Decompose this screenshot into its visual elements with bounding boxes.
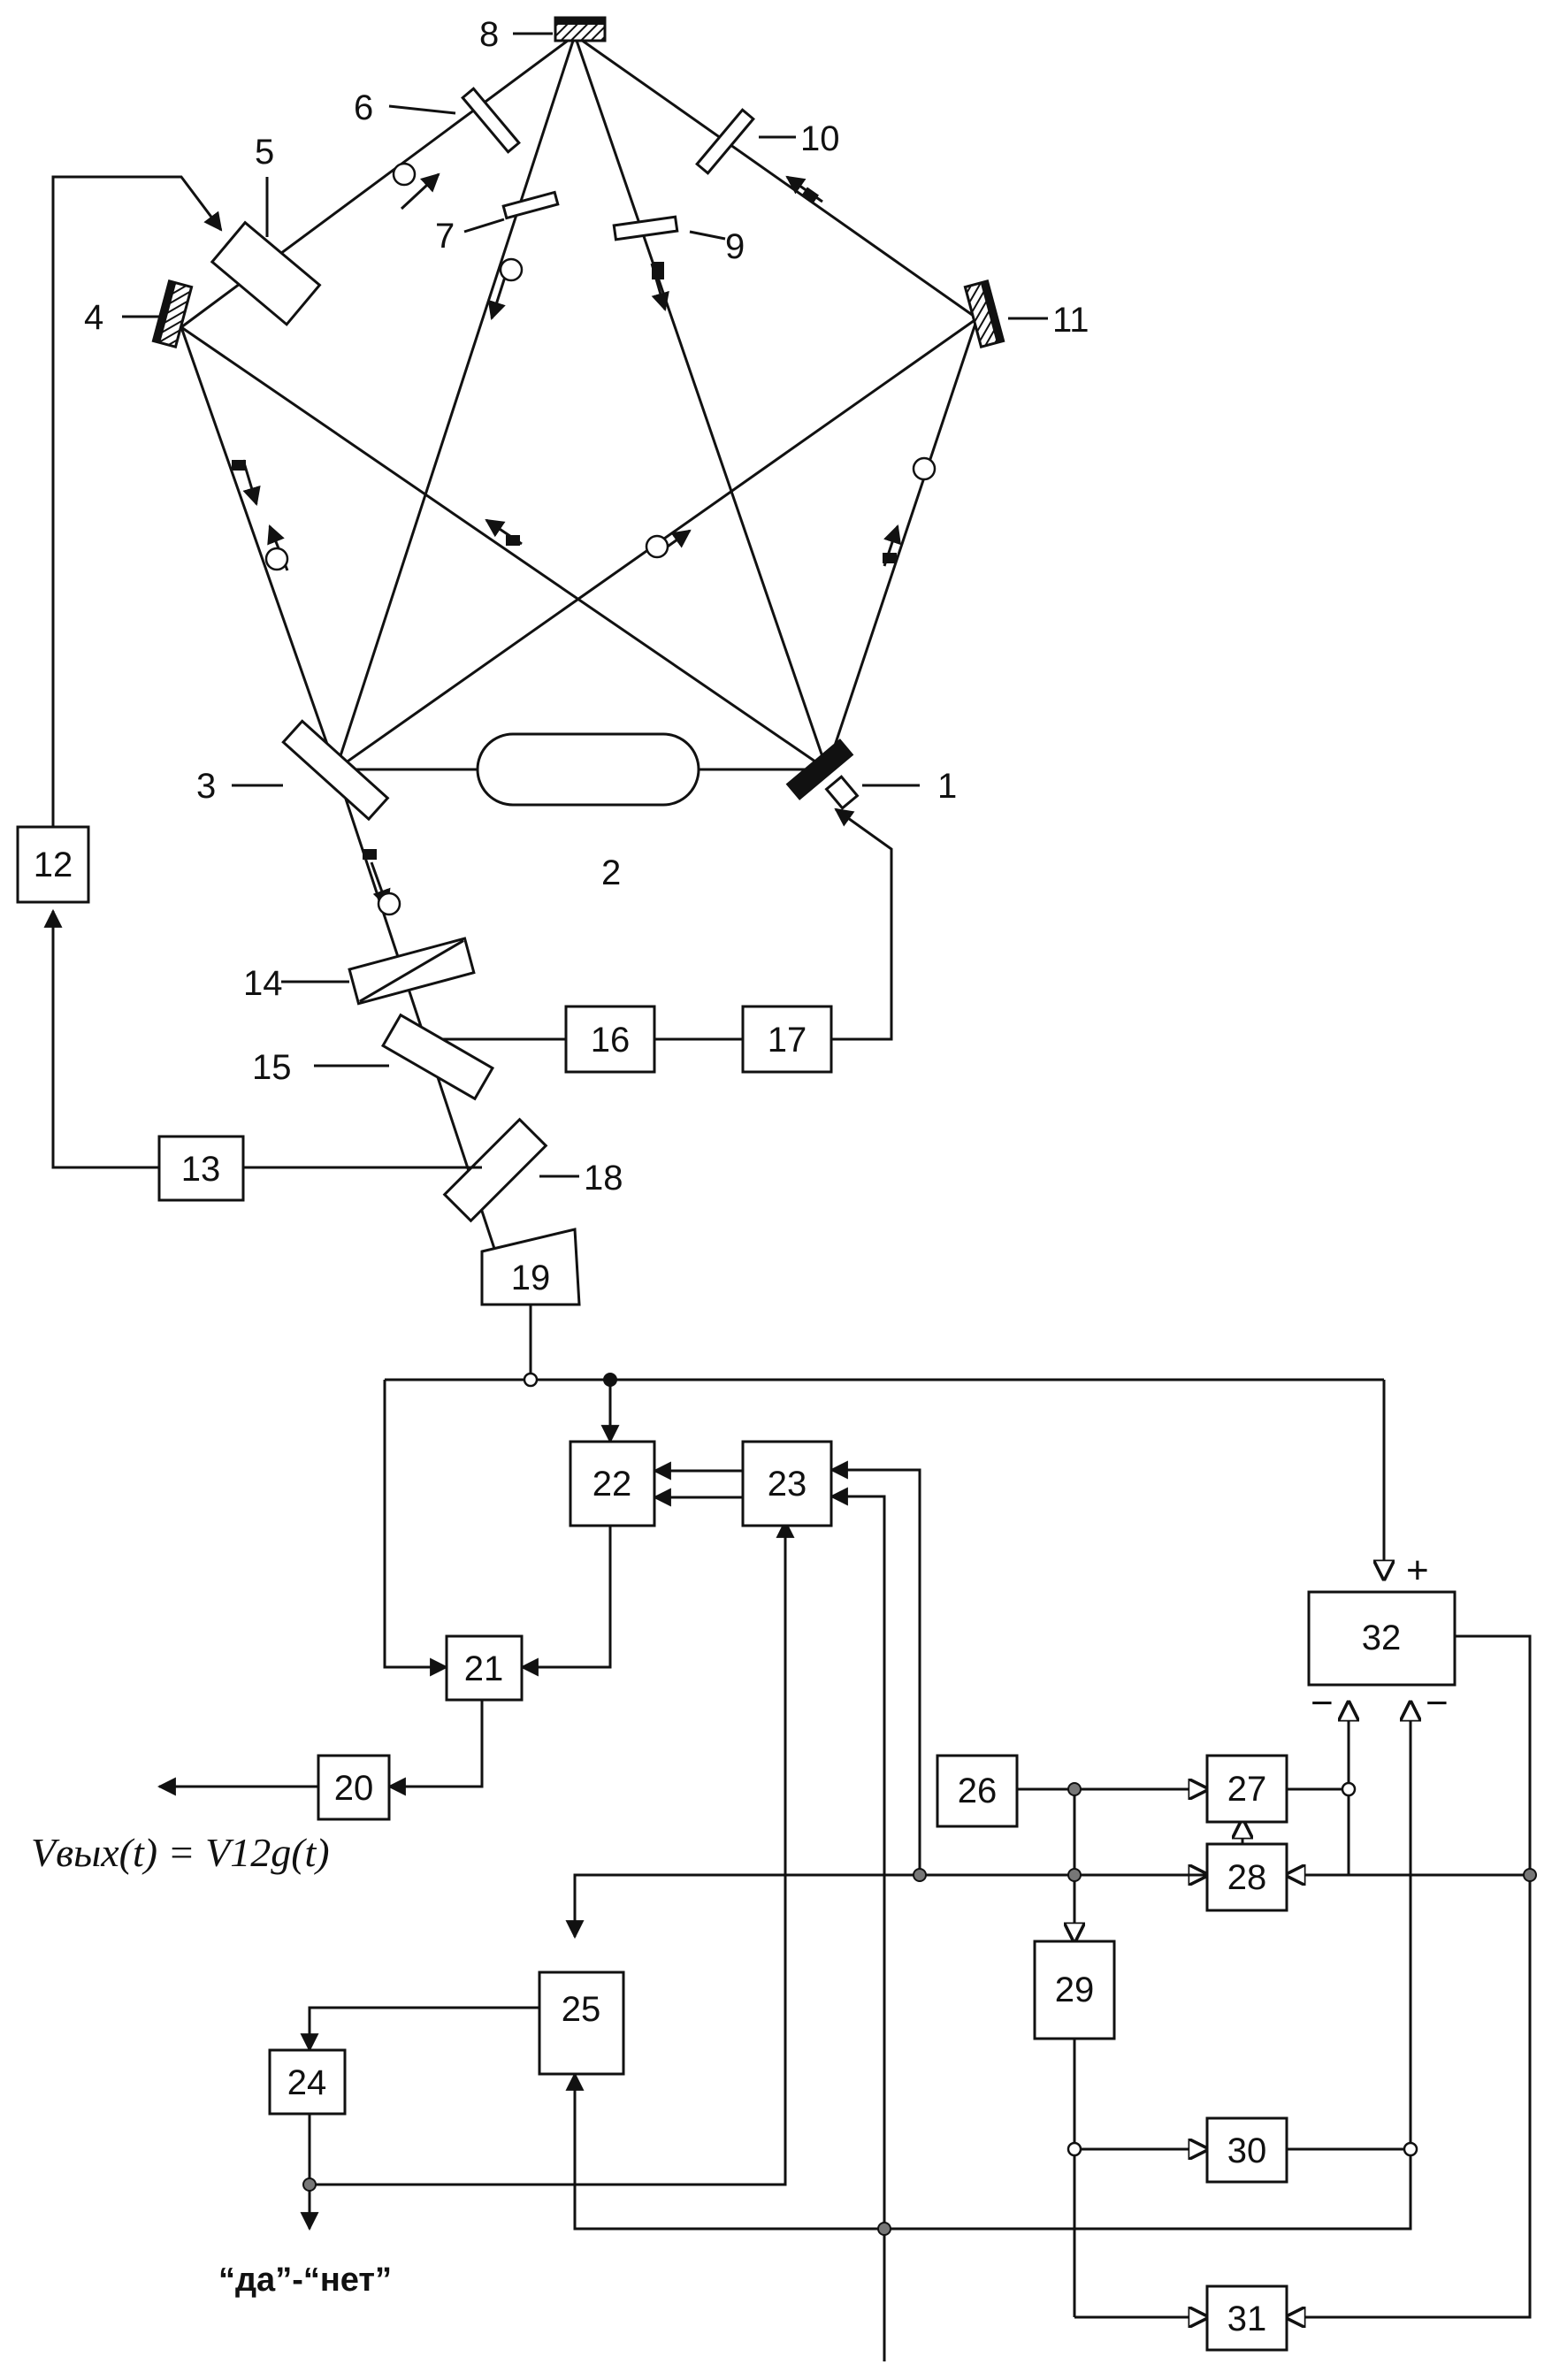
label-2: 2 xyxy=(601,853,621,892)
element-7 xyxy=(503,192,558,218)
minus-sign-left: − xyxy=(1311,1681,1334,1725)
decision-output: “да”-“нет” xyxy=(218,2261,392,2299)
label-6: 6 xyxy=(354,88,373,127)
label-15: 15 xyxy=(252,1048,292,1087)
label-14: 14 xyxy=(243,964,283,1003)
label-32: 32 xyxy=(1362,1619,1402,1657)
label-20: 20 xyxy=(334,1769,374,1808)
label-10: 10 xyxy=(800,119,840,158)
element-10 xyxy=(697,110,753,173)
label-13: 13 xyxy=(181,1150,221,1189)
polarizer-14 xyxy=(349,938,474,1004)
optical-beams xyxy=(181,35,977,1278)
element-9 xyxy=(614,217,677,240)
label-31: 31 xyxy=(1227,2300,1267,2338)
label-3: 3 xyxy=(196,767,216,806)
label-28: 28 xyxy=(1227,1858,1267,1897)
label-1: 1 xyxy=(937,767,957,806)
mirror-8 xyxy=(555,18,605,41)
beamsplitter-15 xyxy=(383,1015,493,1099)
label-19: 19 xyxy=(511,1259,551,1297)
signal-wiring xyxy=(159,1305,1536,2361)
plus-sign: + xyxy=(1406,1549,1429,1592)
label-7: 7 xyxy=(435,217,455,256)
label-11: 11 xyxy=(1052,301,1089,340)
label-29: 29 xyxy=(1055,1971,1095,2009)
label-22: 22 xyxy=(593,1465,632,1504)
label-9: 9 xyxy=(725,227,745,266)
label-8: 8 xyxy=(479,15,499,54)
minus-sign-right: − xyxy=(1426,1681,1449,1725)
label-16: 16 xyxy=(591,1021,631,1060)
active-element-2 xyxy=(478,734,699,805)
label-21: 21 xyxy=(464,1649,504,1688)
output-formula: Vвых(t) = V12g(t) xyxy=(31,1830,330,1875)
label-26: 26 xyxy=(958,1772,998,1810)
label-17: 17 xyxy=(768,1021,807,1060)
label-4: 4 xyxy=(84,298,103,337)
label-30: 30 xyxy=(1227,2131,1267,2170)
label-24: 24 xyxy=(287,2063,327,2102)
beamsplitter-18 xyxy=(445,1120,547,1221)
label-18: 18 xyxy=(584,1159,623,1198)
label-23: 23 xyxy=(768,1465,807,1504)
label-12: 12 xyxy=(34,846,73,884)
label-27: 27 xyxy=(1227,1770,1267,1809)
label-25: 25 xyxy=(562,1990,601,2029)
label-5: 5 xyxy=(255,133,274,172)
